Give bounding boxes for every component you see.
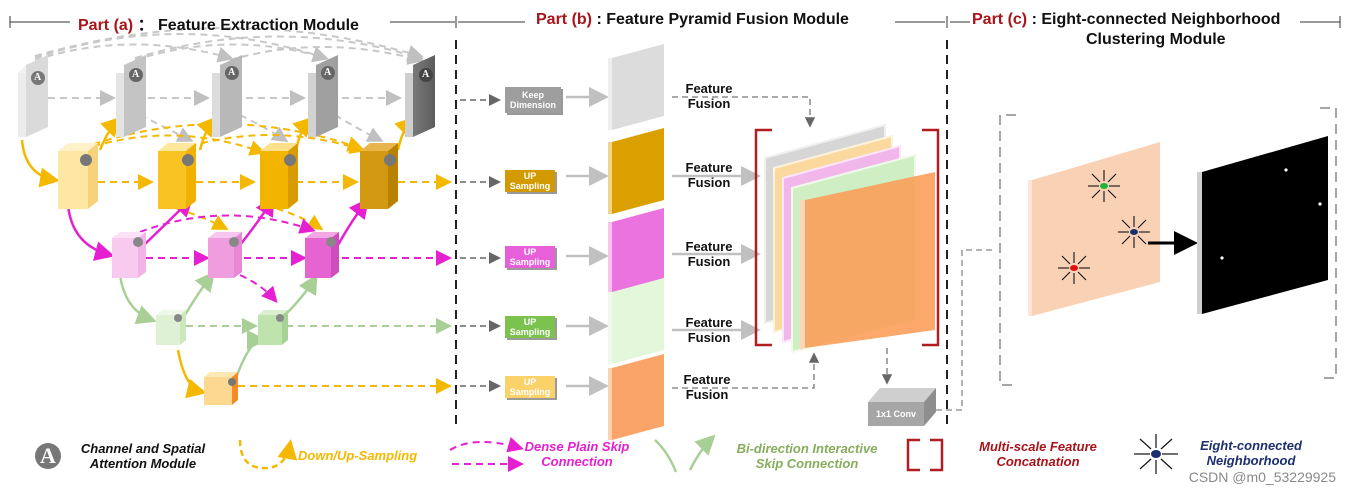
yellow-feature-maps (58, 143, 398, 209)
pyramid-map-green (612, 278, 664, 364)
keep-dimension-chip: Keep Dimension (505, 87, 561, 113)
attention-badges-yellow (80, 154, 396, 166)
header-part-b-title: : Feature Pyramid Fusion Module (596, 11, 849, 28)
feature-fusion-label: Feature Fusion (685, 239, 733, 269)
attention-badge-orange (228, 378, 236, 386)
legend-graphics (35, 434, 1178, 474)
header-part-c-title2: Clustering Module (1086, 31, 1226, 48)
header-part-b: Part (b) : Feature Pyramid Fusion Module (536, 11, 849, 29)
orange-level-arrow (234, 330, 452, 394)
conv-box (868, 388, 936, 426)
attention-badges-magenta (133, 237, 336, 247)
legend-attention-label: Channel and Spatial Attention Module (80, 441, 206, 471)
gray-level-arcs (34, 27, 424, 143)
pyramid-map-gray (612, 44, 664, 130)
input-arrows-b (460, 94, 501, 392)
legend-bidir-arrows (654, 438, 712, 473)
header-part-a-title: ： Feature Extraction Module (137, 17, 359, 34)
output-map (1197, 136, 1328, 314)
pyramid-map-yellow (612, 128, 664, 214)
part-c-brackets (999, 107, 1337, 386)
up-sampling-chip-magenta: UP Sampling (505, 246, 555, 268)
legend-eight-icon (1134, 434, 1178, 474)
chip-to-map-arrows (566, 87, 609, 396)
legend-bidir-label: Bi-direction Interactive Skip Connection (736, 441, 878, 471)
up-sampling-chip-orange: UP Sampling (505, 376, 555, 398)
attention-glyph: A (132, 69, 140, 80)
attention-glyph: A (34, 72, 42, 83)
attention-glyph: A (422, 69, 430, 80)
magenta-level-arcs (139, 214, 452, 304)
legend-sampling-label: Down/Up-Sampling (298, 448, 418, 463)
legend-attention-glyph: A (40, 443, 56, 468)
feature-fusion-label: Feature Fusion (685, 160, 733, 190)
neighborhood-map (1028, 142, 1160, 316)
up-sampling-chip-yellow: UP Sampling (505, 170, 555, 192)
watermark: CSDN @m0_53229925 (1188, 469, 1336, 485)
conv-to-c-arrow (936, 249, 992, 411)
legend-dense-label: Dense Plain Skip Connection (524, 439, 630, 469)
legend-attention-icon (35, 443, 61, 469)
up-sampling-chip-green: UP Sampling (505, 316, 555, 338)
header-part-c-tag: Part (c) (972, 11, 1028, 28)
fusion-arrows (672, 96, 820, 389)
header-part-c: Part (c) : Eight-connected Neighborhood (972, 11, 1280, 29)
header-part-a-tag: Part (a) (78, 17, 134, 34)
orange-feature-map (204, 372, 238, 405)
header-rules (9, 16, 1341, 28)
pyramid-map-magenta (612, 208, 664, 294)
concat-brackets (754, 128, 940, 347)
gray-feature-maps (18, 55, 435, 137)
legend-concat-icon-r (930, 438, 944, 472)
legend-eight-label: Eight-connected Neighborhood (1200, 438, 1302, 468)
magenta-feature-maps (112, 232, 339, 278)
pyramid-map-orange (612, 354, 664, 440)
feature-fusion-label: Feature Fusion (685, 81, 733, 111)
pyramid-maps (608, 44, 664, 440)
legend-dense-arrow-1 (449, 436, 524, 453)
attention-glyph: A (228, 67, 236, 78)
attention-badges-gray (31, 66, 433, 85)
feature-fusion-label: Feature Fusion (685, 315, 733, 345)
cluster-points (1058, 170, 1150, 284)
feature-fusion-label: Feature Fusion (683, 372, 731, 402)
legend-concat-icon-l (906, 438, 920, 472)
fused-stack (764, 123, 935, 354)
legend-sampling-arrow (238, 439, 298, 470)
header-part-b-tag: Part (b) (536, 11, 592, 28)
conv-chip: 1x1 Conv (875, 409, 917, 419)
attention-glyph: A (324, 67, 332, 78)
attention-badges-green (174, 314, 284, 322)
header-part-c-title: : Eight-connected Neighborhood (1031, 11, 1281, 28)
header-part-a: Part (a) ： Feature Extraction Module (78, 11, 359, 35)
legend-concat-label: Multi-scale Feature Concatnation (979, 439, 1097, 469)
